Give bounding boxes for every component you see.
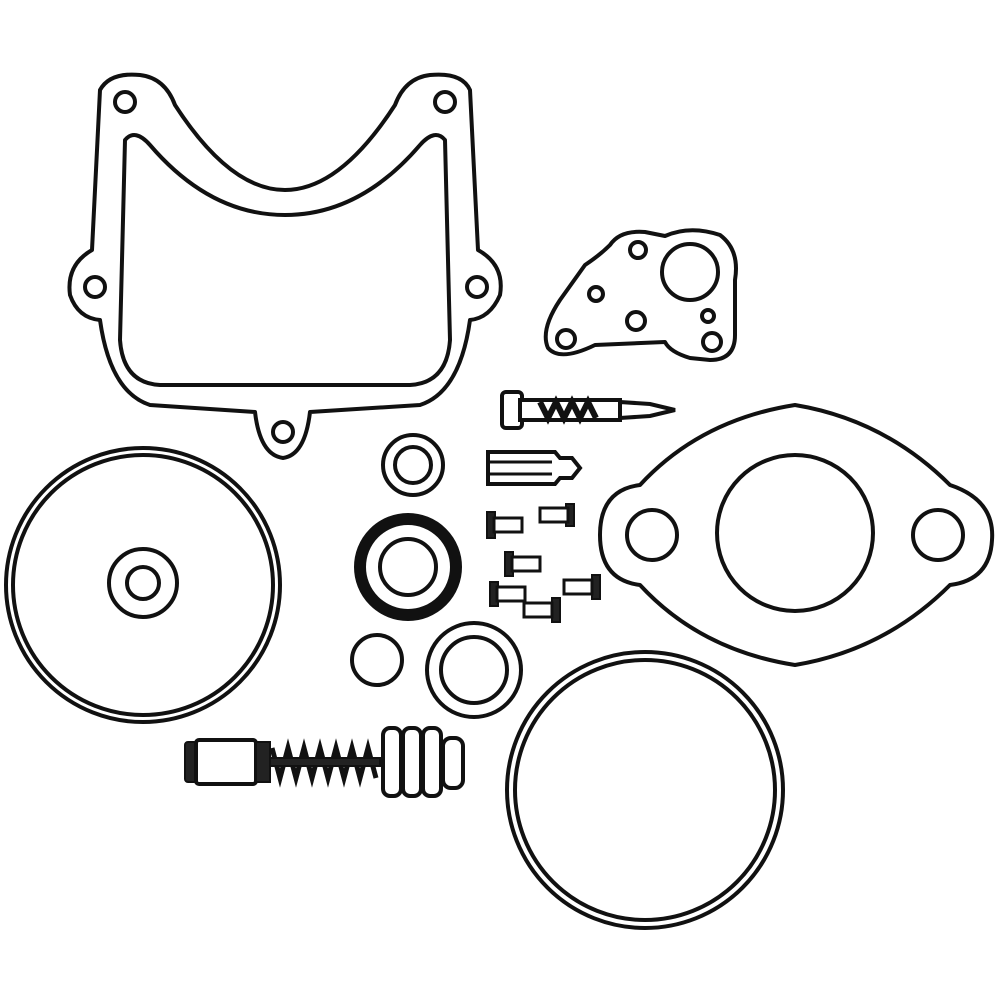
screw [504,551,542,577]
screw [489,581,527,607]
accelerator-pump-plunger [184,726,465,798]
gasket-hole [433,90,457,114]
small-ring [381,433,445,497]
screw [562,574,601,600]
bowl-gasket [67,72,503,460]
small-disc [350,633,404,687]
bowl-o-ring [505,650,785,930]
screw [486,511,524,539]
seal-ring [354,513,462,621]
gasket-hole [113,90,137,114]
plate-gasket [543,228,738,362]
screw [538,503,575,527]
idle-needle [500,390,676,430]
screws [486,503,601,623]
gasket-hole [83,275,107,299]
gasket-hole [465,275,489,299]
gasket-hole [271,420,295,444]
diaphragm [4,446,282,724]
medium-ring [425,621,523,719]
main-jet [486,450,583,486]
screw [522,597,561,623]
flange-gasket [598,403,995,667]
